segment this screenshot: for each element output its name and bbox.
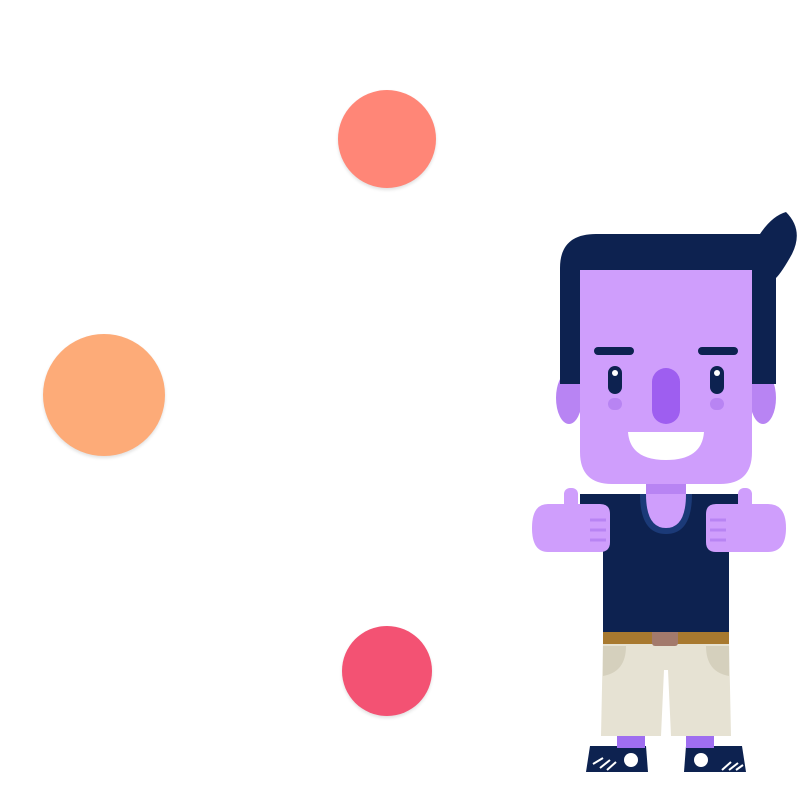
right-shoe: [684, 746, 746, 772]
nose: [652, 368, 680, 424]
right-thumbs-up-hand: [706, 488, 786, 552]
left-ear: [556, 372, 582, 424]
left-shoe: [586, 746, 648, 772]
left-eye: [608, 366, 622, 394]
belt-buckle: [652, 628, 678, 646]
right-sock: [686, 734, 714, 748]
peach-dot: [43, 334, 165, 456]
pink-dot: [342, 626, 432, 716]
pants: [601, 640, 731, 736]
right-eyebrow: [698, 347, 738, 355]
coral-dot: [338, 90, 436, 188]
left-thumbs-up-hand: [532, 488, 610, 552]
right-ear: [750, 372, 776, 424]
left-eyebrow: [594, 347, 634, 355]
right-eye: [710, 366, 724, 394]
smile: [628, 432, 704, 460]
left-sock: [617, 734, 645, 748]
